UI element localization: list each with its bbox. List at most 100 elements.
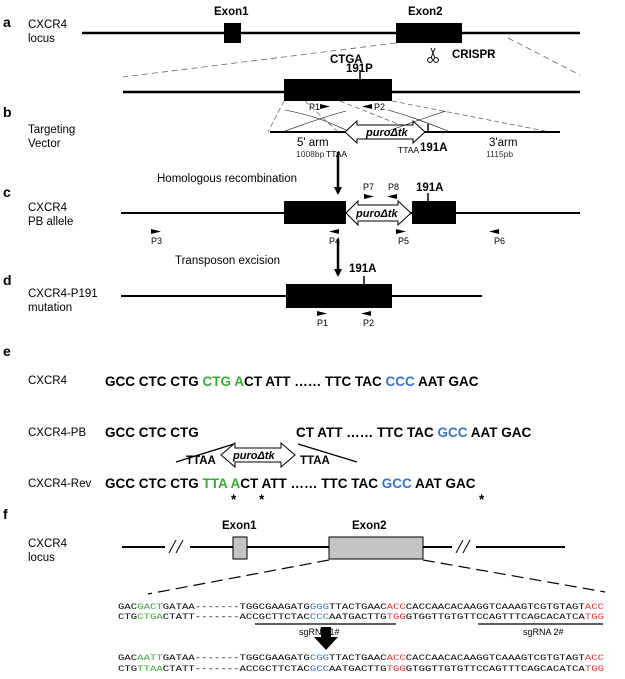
- primer-p3-arrow: [151, 229, 161, 234]
- f-exon2-box: [328, 536, 424, 560]
- panel-c-letter: c: [3, 184, 11, 200]
- a191-label-b: 191A: [420, 142, 448, 154]
- ttaa-left-b: TTAA: [326, 149, 347, 159]
- primer-p1d-label: P1: [317, 318, 328, 328]
- arm3-label: 3'arm: [489, 137, 517, 149]
- primer-p8-arrow: [387, 194, 397, 199]
- panel-d-label-line2: mutation: [28, 302, 72, 314]
- primer-p4-label: P4: [329, 236, 340, 246]
- primer-p2-arrow: [362, 104, 372, 109]
- panel-b: CTGA 191P P1 P2 b Targeting Vector puroΔ…: [3, 54, 580, 159]
- vector-cassette-label: puroΔtk: [365, 127, 408, 139]
- seq-ttaa-left: TTAA: [186, 455, 216, 467]
- seq-row-2: GCC CTC CTG TTA ACT ATT …… TTC TAC GCC A…: [105, 476, 476, 491]
- panel-f-label-line1: CXCR4: [28, 538, 68, 550]
- primer-p7-arrow: [364, 194, 374, 199]
- panel-a-letter: a: [3, 14, 11, 30]
- primer-p6-arrow: [489, 229, 499, 234]
- panel-e: e CXCR4 CXCR4-PB CXCR4-Rev GCC CTC CTG C…: [3, 343, 531, 507]
- panel-a: a CXCR4 locus Exon1 Exon2 CRISPR: [3, 6, 581, 78]
- panel-f-letter: f: [3, 506, 8, 522]
- primer-p2-label: P2: [374, 102, 385, 112]
- exon2-zoom-box: [284, 79, 392, 101]
- a191-label-c: 191A: [416, 182, 444, 194]
- f-exon1-label: Exon1: [222, 520, 257, 532]
- zoom-left-dash: [122, 42, 397, 78]
- vector-dash-4: [391, 100, 551, 133]
- hr-label: Homologous recombination: [157, 173, 297, 185]
- pb-exon-right: [412, 201, 456, 224]
- panel-e-letter: e: [3, 343, 11, 359]
- pb-cassette-label: puroΔtk: [355, 208, 398, 220]
- primer-p6-label: P6: [494, 236, 505, 246]
- panel-b-label-line2: Vector: [28, 138, 61, 150]
- crossover-right-a: [387, 109, 449, 132]
- crossover-left-a: [284, 109, 349, 132]
- primer-p3-label: P3: [151, 236, 162, 246]
- primer-p8-label: P8: [388, 182, 399, 192]
- ttaa-right-b: TTAA: [398, 145, 419, 155]
- f-exon1-box: [232, 536, 248, 560]
- sgrna2-label: sgRNA 2#: [523, 627, 564, 637]
- panel-d-label-line1: CXCR4-P191: [28, 288, 98, 300]
- exon1-box: [224, 23, 241, 43]
- p191-label: 191P: [346, 63, 373, 75]
- arm5-label: 5' arm: [297, 137, 329, 149]
- panel-d: d CXCR4-P191 mutation 191A P1 P2: [3, 263, 482, 328]
- insert-line-left: [175, 443, 235, 463]
- seq-ttaa-right: TTAA: [300, 455, 330, 467]
- f-break-2b: [462, 539, 471, 554]
- panel-a-label-line1: CXCR4: [28, 19, 68, 31]
- f-break-2a: [455, 539, 464, 554]
- seq-row-1-right: CT ATT …… TTC TAC GCC AAT GAC: [296, 425, 531, 440]
- panel-c-label-line2: PB allele: [28, 216, 73, 228]
- seq-row-0: GCC CTC CTG CTG ACT ATT …… TTC TAC CCC A…: [105, 374, 479, 389]
- seq-row-name-0: CXCR4: [28, 375, 68, 387]
- seq-row-1-left: GCC CTC CTG: [105, 425, 199, 440]
- crossover-left-b: [284, 110, 347, 132]
- zoom-right-dash: [507, 37, 581, 76]
- exon2-label: Exon2: [408, 6, 443, 18]
- primer-p4-arrow: [329, 229, 339, 234]
- primer-p1d-arrow: [317, 311, 327, 316]
- exon1-label: Exon1: [214, 6, 249, 18]
- seq-cassette-label: puroΔtk: [232, 450, 275, 462]
- primer-p7-label: P7: [363, 182, 374, 192]
- primer-p5-label: P5: [398, 236, 409, 246]
- f-down-arrow: [314, 627, 338, 650]
- primer-p1-label: P1: [309, 102, 320, 112]
- panel-b-label-line1: Targeting: [28, 124, 75, 136]
- primer-p2d-label: P2: [363, 318, 374, 328]
- sgrna1-label: sgRNA 1#: [299, 627, 340, 637]
- asterisk-1: *: [231, 492, 237, 507]
- seq-cassette-arrow: [220, 441, 296, 469]
- panel-f-label-line2: locus: [28, 552, 55, 564]
- f-break-1b: [175, 539, 184, 554]
- f-exon2-label: Exon2: [352, 520, 387, 532]
- f-zoom-left: [147, 559, 330, 595]
- excision-label: Transposon excision: [175, 255, 280, 267]
- vector-dash-1: [267, 100, 285, 133]
- vector-dash-3: [339, 100, 419, 133]
- panel-a-label-line2: locus: [28, 33, 55, 45]
- insert-line-right: [297, 443, 358, 463]
- panel-b-letter: b: [3, 104, 12, 120]
- pb-exon-left: [284, 201, 346, 224]
- primer-p2d-arrow: [361, 311, 371, 316]
- primer-p1-arrow: [320, 104, 330, 109]
- crispr-label: CRISPR: [452, 49, 496, 61]
- exon2-box: [396, 23, 462, 43]
- f-zoom-right: [422, 559, 606, 593]
- asterisk-2: *: [259, 492, 265, 507]
- crossover-right-b: [387, 110, 447, 132]
- arm3-size: 1115pb: [486, 149, 513, 159]
- vector-cassette-arrow: [344, 119, 426, 145]
- ctga-label: CTGA: [330, 54, 363, 66]
- pb-cassette-arrow: [345, 199, 412, 227]
